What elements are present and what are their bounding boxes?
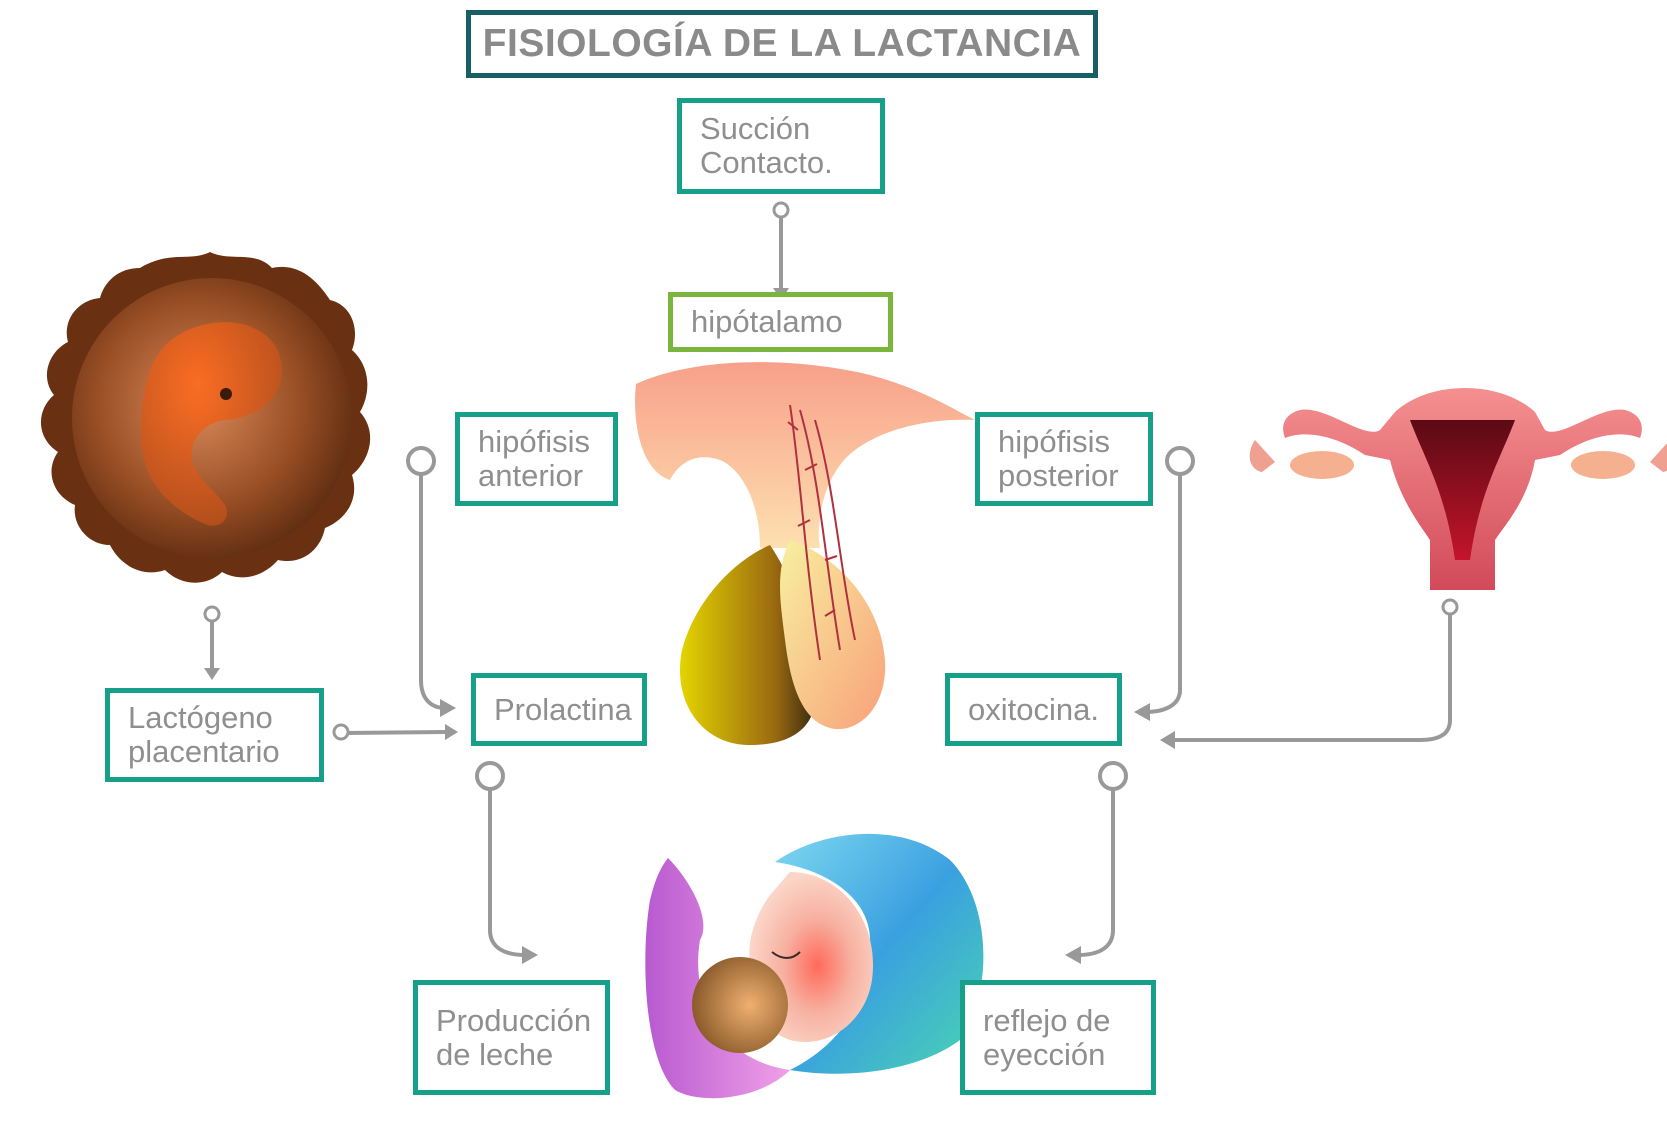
- node-line: Lactógeno: [128, 700, 273, 735]
- node-line: hipófisis: [478, 424, 590, 459]
- node-oxitocina: oxitocina.: [945, 673, 1122, 746]
- node-line: anterior: [478, 458, 584, 493]
- connector-arrowheads: [204, 288, 1175, 964]
- node-line: Prolactina: [494, 691, 632, 727]
- node-hipotalamo: hipótalamo: [668, 292, 893, 352]
- node-line: hipótalamo: [691, 304, 843, 339]
- node-prolactina: Prolactina: [471, 673, 647, 746]
- connector-endpoints: [203, 201, 1459, 791]
- breastfeeding-baby-illustration: [645, 833, 984, 1099]
- node-line: placentario: [128, 734, 280, 769]
- node-line: Producción: [436, 1002, 592, 1038]
- node-line: de leche: [436, 1036, 554, 1072]
- uterus-illustration: [1249, 388, 1667, 590]
- node-line: eyección: [983, 1036, 1106, 1072]
- node-line: hipófisis: [998, 424, 1110, 459]
- node-line: Succión: [700, 111, 811, 146]
- embryo-illustration: [40, 252, 371, 583]
- page-title: FISIOLOGÍA DE LA LACTANCIA: [466, 10, 1098, 78]
- node-line: reflejo de: [983, 1002, 1111, 1038]
- node-line: Contacto.: [700, 145, 833, 180]
- node-line: oxitocina.: [968, 691, 1099, 727]
- node-line: posterior: [998, 458, 1119, 493]
- pituitary-gland-illustration: [635, 362, 975, 745]
